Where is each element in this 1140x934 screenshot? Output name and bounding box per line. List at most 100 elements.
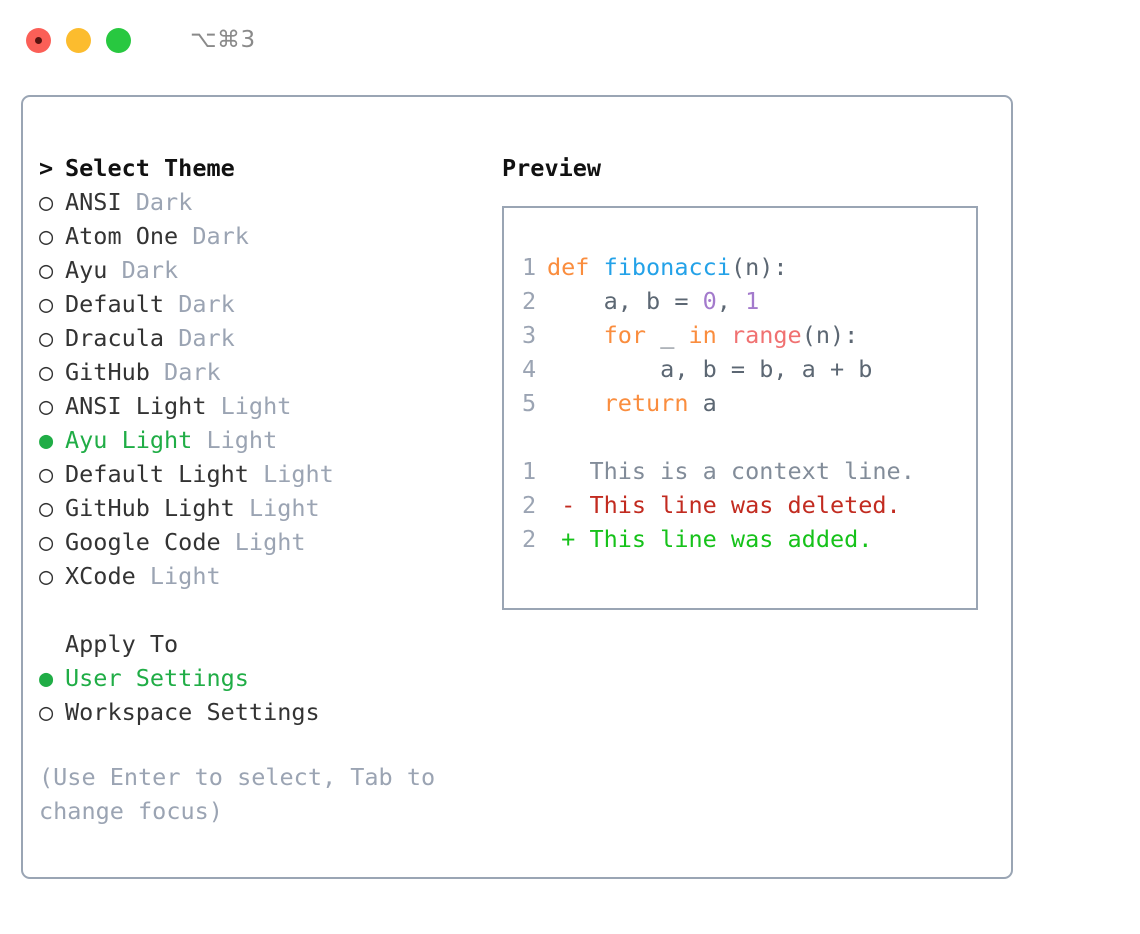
code-token-plain: (n): bbox=[730, 253, 788, 281]
theme-option-label: GitHub bbox=[65, 358, 165, 386]
apply-to-title: Apply To bbox=[65, 630, 179, 658]
theme-option-ansi-light[interactable]: ○ANSI Light Light bbox=[39, 389, 479, 423]
theme-option-ayu[interactable]: ○ Ayu Dark bbox=[39, 253, 479, 287]
code-token-plain: , bbox=[716, 287, 746, 315]
theme-option-tag: Dark bbox=[121, 256, 179, 284]
theme-option-label: Ayu Light bbox=[65, 426, 207, 454]
code-token-plain bbox=[717, 321, 731, 349]
apply-to-option-label: Workspace Settings bbox=[65, 698, 320, 726]
maximize-button[interactable] bbox=[106, 27, 131, 53]
theme-option-tag: Light bbox=[248, 494, 320, 522]
prompt-caret-icon: > bbox=[39, 154, 54, 182]
diff-line-number: 2 bbox=[522, 491, 537, 519]
theme-option-label: ANSI bbox=[65, 188, 136, 216]
code-line-number: 4 bbox=[522, 355, 537, 383]
theme-option-atom-one[interactable]: ○ Atom One Dark bbox=[39, 219, 479, 253]
radio-unselected-icon: ○ bbox=[39, 460, 54, 488]
theme-option-ayu-light[interactable]: ● Ayu Light Light bbox=[39, 423, 479, 457]
theme-option-github[interactable]: ○GitHub Dark bbox=[39, 355, 479, 389]
theme-option-ansi[interactable]: ○ANSI Dark bbox=[39, 185, 479, 219]
radio-selected-icon: ● bbox=[39, 664, 54, 692]
code-token-plain bbox=[547, 321, 604, 349]
diff-line-number: 2 bbox=[522, 525, 537, 553]
window-titlebar: ⌥⌘3 bbox=[0, 0, 1140, 80]
code-line-number: 2 bbox=[522, 287, 537, 315]
radio-unselected-icon: ○ bbox=[39, 256, 54, 284]
radio-selected-icon: ● bbox=[39, 426, 54, 454]
apply-to-option-label: User Settings bbox=[65, 664, 249, 692]
radio-unselected-icon: ○ bbox=[39, 392, 54, 420]
theme-option-tag: Light bbox=[149, 562, 221, 590]
minimize-button[interactable] bbox=[66, 27, 91, 53]
theme-picker-column: > Select Theme ○ ANSI Dark ○ Atom One Dark ○ Ay… bbox=[39, 151, 479, 828]
theme-option-label: Dracula bbox=[65, 324, 179, 352]
radio-unselected-icon: ○ bbox=[39, 188, 54, 216]
code-token-kw: def bbox=[547, 253, 604, 281]
theme-option-dracula[interactable]: ○Dracula Dark bbox=[39, 321, 479, 355]
theme-option-google-code[interactable]: ○ Google Code Light bbox=[39, 525, 479, 559]
theme-option-label: GitHub Light bbox=[65, 494, 249, 522]
theme-option-github-light[interactable]: ○ GitHub Light Light bbox=[39, 491, 479, 525]
theme-list-header: > Select Theme bbox=[39, 151, 479, 185]
code-token-num: 0 bbox=[702, 287, 717, 315]
diff-line-text: + This line was added. bbox=[547, 525, 873, 553]
theme-option-tag: Light bbox=[220, 392, 292, 420]
theme-option-tag: Dark bbox=[192, 222, 249, 250]
code-token-fn: fibonacci bbox=[603, 253, 731, 281]
code-token-plain bbox=[547, 389, 604, 417]
code-token-bi: range bbox=[730, 321, 802, 349]
code-token-plain: a, b = bbox=[547, 287, 703, 315]
radio-unselected-icon: ○ bbox=[39, 324, 54, 352]
theme-option-xcode[interactable]: ○ XCode Light bbox=[39, 559, 479, 593]
theme-option-tag: Dark bbox=[178, 290, 235, 318]
theme-option-label: Default Light bbox=[65, 460, 264, 488]
code-token-plain: a, b = b, a + b bbox=[547, 355, 873, 383]
code-line: 5 return a bbox=[522, 386, 976, 420]
theme-option-default-light[interactable]: ○Default Light Light bbox=[39, 457, 479, 491]
radio-unselected-icon: ○ bbox=[39, 528, 54, 556]
diff-line-text: - This line was deleted. bbox=[547, 491, 901, 519]
code-line-number: 3 bbox=[522, 321, 537, 349]
keyboard-shortcut-label: ⌥⌘3 bbox=[190, 27, 256, 53]
diff-preview-block: 1 This is a context line. 2 - This line w… bbox=[522, 454, 976, 556]
radio-unselected-icon: ○ bbox=[39, 222, 54, 250]
radio-unselected-icon: ○ bbox=[39, 290, 54, 318]
theme-option-label: Google Code bbox=[65, 528, 235, 556]
code-line: 2 a, b = 0, 1 bbox=[522, 284, 976, 318]
close-button[interactable] bbox=[26, 27, 51, 53]
diff-line-number: 1 bbox=[522, 457, 537, 485]
apply-to-option-workspace-settings[interactable]: ○Workspace Settings bbox=[39, 695, 479, 729]
theme-option-label: Default bbox=[65, 290, 179, 318]
code-token-plain: _ bbox=[646, 321, 689, 349]
apply-to-list[interactable]: ● User Settings ○Workspace Settings bbox=[39, 661, 479, 729]
theme-option-default[interactable]: ○ Default Dark bbox=[39, 287, 479, 321]
list-spacer bbox=[39, 593, 479, 627]
main-panel: > Select Theme ○ ANSI Dark ○ Atom One Dark ○ Ay… bbox=[21, 95, 1013, 879]
theme-option-label: XCode bbox=[65, 562, 150, 590]
code-diff-spacer bbox=[522, 420, 976, 454]
code-token-kw: return bbox=[603, 389, 689, 417]
preview-title: Preview bbox=[502, 154, 602, 182]
code-line-number: 5 bbox=[522, 389, 537, 417]
theme-option-label: Atom One bbox=[65, 222, 193, 250]
diff-line-add: 2 + This line was added. bbox=[522, 522, 976, 556]
theme-option-label: Ayu bbox=[65, 256, 122, 284]
apply-to-option-user-settings[interactable]: ● User Settings bbox=[39, 661, 479, 695]
theme-list[interactable]: > Select Theme ○ ANSI Dark ○ Atom One Dark ○ Ay… bbox=[39, 151, 479, 593]
code-token-num: 1 bbox=[745, 287, 760, 315]
radio-unselected-icon: ○ bbox=[39, 494, 54, 522]
radio-unselected-icon: ○ bbox=[39, 358, 54, 386]
code-token-plain: a bbox=[688, 389, 717, 417]
diff-line-text: This is a context line. bbox=[547, 457, 915, 485]
radio-unselected-icon: ○ bbox=[39, 562, 54, 590]
theme-option-tag: Light bbox=[206, 426, 278, 454]
diff-line-ctx: 1 This is a context line. bbox=[522, 454, 976, 488]
theme-list-header-label: Select Theme bbox=[65, 154, 235, 182]
code-line: 3 for _ in range(n): bbox=[522, 318, 976, 352]
theme-option-tag: Light bbox=[234, 528, 306, 556]
